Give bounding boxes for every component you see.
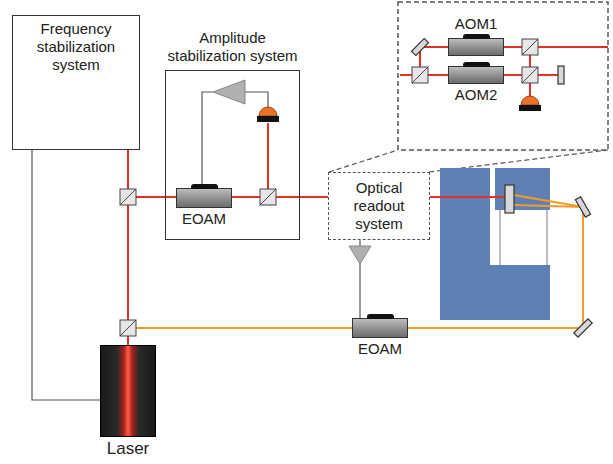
part-label: Amplitude stabilization system	[163, 29, 303, 65]
laser-source: Laser	[100, 345, 156, 437]
modulator-cap	[367, 314, 394, 319]
box-label: Optical readout system	[335, 179, 423, 233]
modulator-cap	[191, 184, 218, 189]
modulator-cap	[463, 34, 490, 39]
beamsplitter	[522, 39, 538, 55]
photodiode-base	[519, 105, 541, 111]
beamsplitter	[260, 189, 276, 205]
beamsplitter	[412, 67, 428, 83]
feedback-wire	[245, 92, 268, 107]
beamsplitter	[120, 320, 136, 336]
photodiode-base	[257, 116, 279, 122]
mirror	[574, 319, 592, 337]
modulator: AOM1	[448, 38, 504, 56]
box-label: Frequency stabilization system	[19, 20, 133, 74]
red-beam	[128, 47, 608, 345]
mirror	[412, 39, 429, 56]
orange-beam	[514, 195, 583, 207]
mirror	[412, 39, 593, 338]
part-label: AOM1	[455, 15, 498, 33]
photodiode	[259, 107, 277, 116]
red-beam	[267, 123, 269, 197]
beamsplitter	[522, 67, 538, 83]
part-label: AOM2	[455, 86, 498, 104]
part-label: EOAM	[182, 210, 226, 228]
part-label: Laser	[107, 439, 150, 459]
mechanical-part	[440, 168, 490, 320]
readout-box: Optical readout system	[328, 172, 430, 240]
mechanical-part	[495, 168, 550, 210]
beamsplitter	[120, 320, 136, 336]
stabilization-box: Frequency stabilization system	[12, 15, 140, 150]
modulator: EOAM	[176, 188, 232, 208]
modulator: AOM2	[448, 66, 504, 84]
amplifier-symbol	[213, 80, 245, 104]
beamsplitter	[120, 189, 136, 205]
beamsplitter	[522, 39, 538, 55]
modulator-cap	[463, 62, 490, 67]
stabilization-box: Amplitude stabilization systemEOAM	[165, 70, 300, 240]
inset-frame	[398, 2, 608, 150]
amplifier-symbol	[349, 246, 371, 264]
orange-beam	[514, 205, 583, 207]
part-label: EOAM	[358, 340, 402, 358]
beamsplitter	[260, 189, 276, 205]
signal-wire	[32, 150, 100, 400]
feedback-wire	[202, 92, 213, 187]
beamsplitter	[120, 189, 136, 205]
cantilever	[500, 210, 501, 265]
zoom-line	[329, 150, 398, 172]
photodiode	[521, 96, 539, 105]
red-beam	[127, 150, 129, 345]
beamsplitter	[522, 67, 538, 83]
beamsplitter	[120, 39, 538, 336]
mirror	[505, 185, 514, 213]
mirror	[558, 66, 564, 84]
mirror	[575, 197, 590, 217]
cantilever	[547, 210, 548, 265]
modulator: EOAM	[352, 318, 408, 338]
mechanical-part	[490, 265, 550, 320]
beamsplitter	[412, 67, 428, 83]
red-beam	[430, 196, 505, 198]
